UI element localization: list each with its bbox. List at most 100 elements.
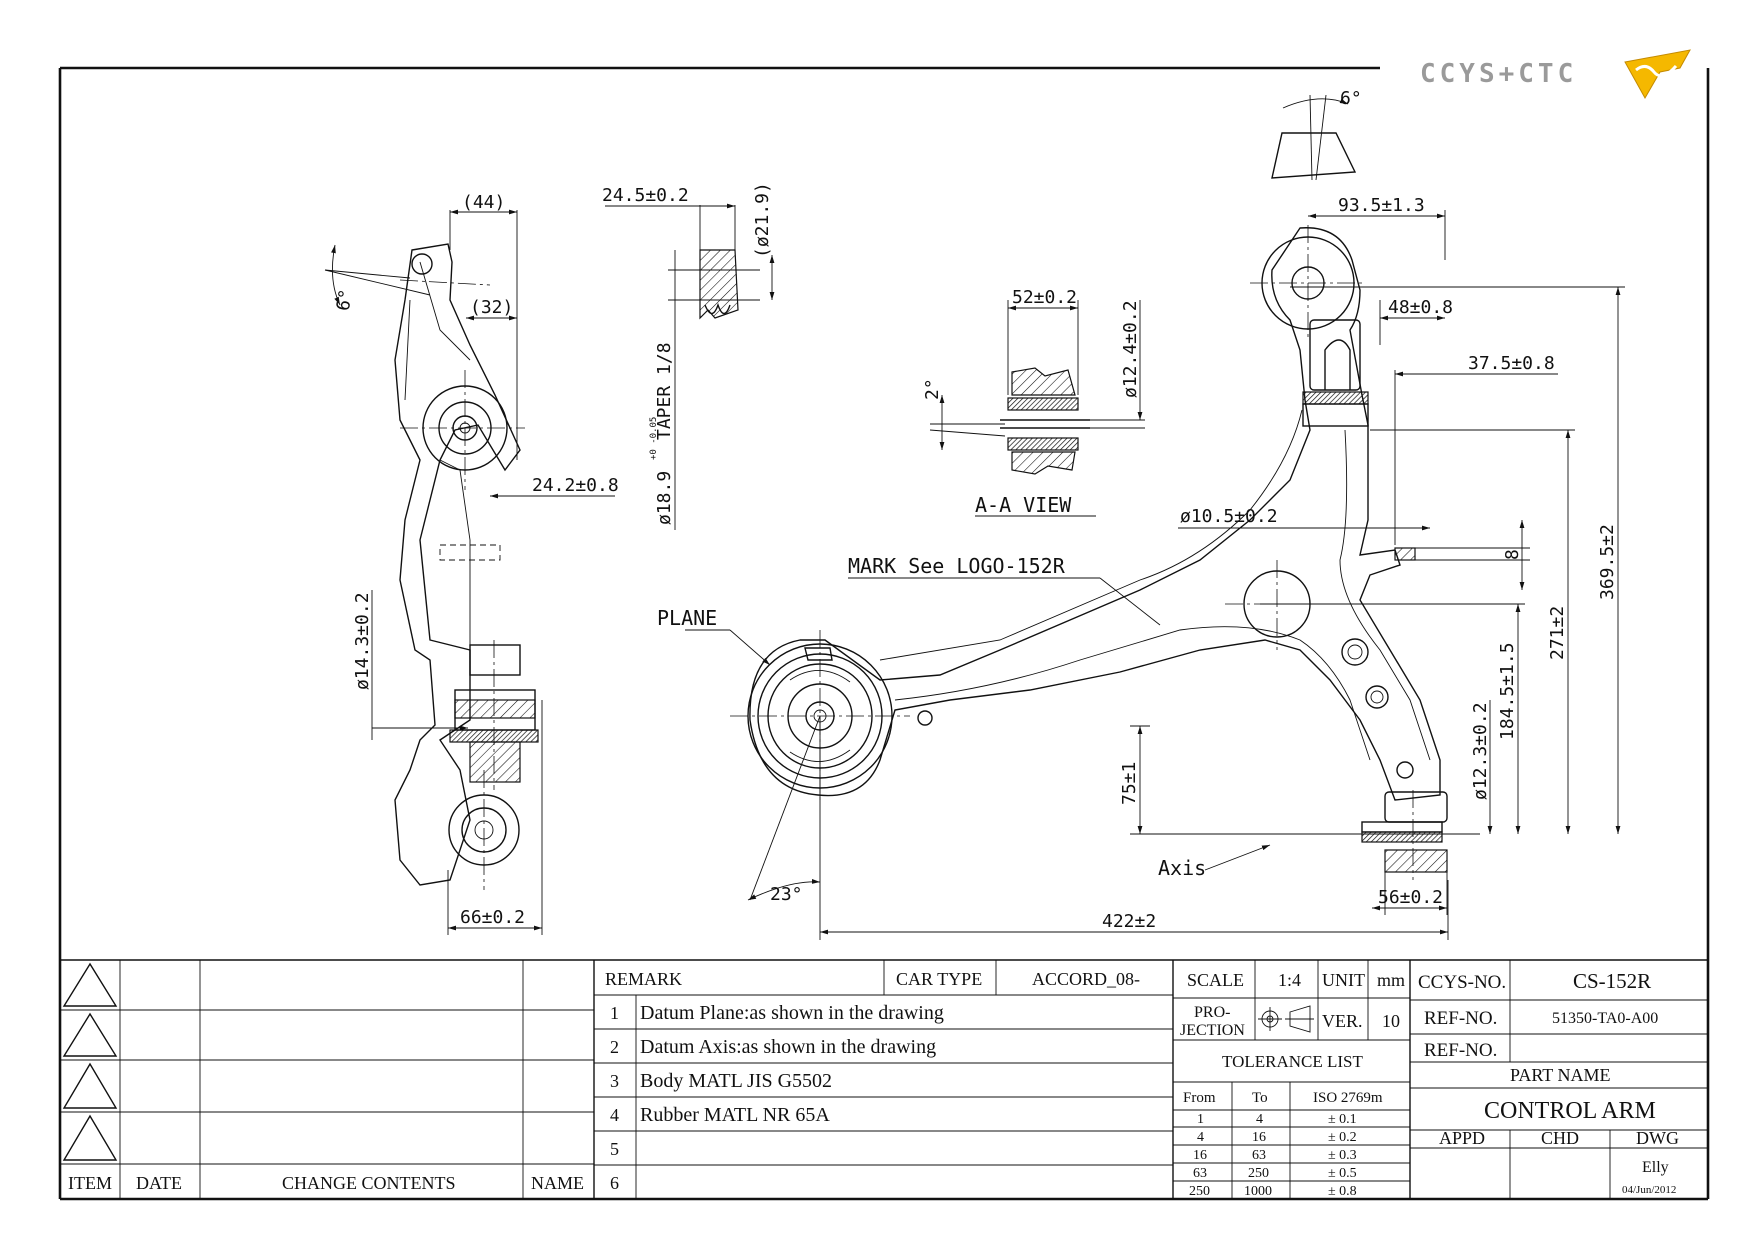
note-no: 1	[610, 1003, 619, 1023]
third-angle-projection-icon	[1258, 1005, 1314, 1033]
tol-cell: 63	[1252, 1148, 1266, 1163]
note-text: Body MATL JIS G5502	[640, 1070, 832, 1092]
tol-cell: 1000	[1244, 1184, 1272, 1199]
ref-no-value: 51350-TA0-A00	[1552, 1010, 1658, 1027]
note-no: 6	[610, 1173, 619, 1193]
dim-8: 8	[1502, 549, 1523, 560]
taper-bushing-detail: 24.5±0.2 (ø21.9) ø18.9 +0 -0.05 TAPER 1/…	[602, 182, 775, 530]
tol-cell: 1	[1197, 1112, 1204, 1127]
dwg-label: DWG	[1636, 1128, 1679, 1148]
tol-cell: 16	[1252, 1130, 1266, 1145]
scale-block: SCALE 1:4 UNIT mm PRO- JECTION VER. 10 T…	[1180, 970, 1405, 1199]
ver-label: VER.	[1322, 1011, 1363, 1031]
label-axis: Axis	[1158, 856, 1206, 880]
tol-cell: ± 0.3	[1328, 1148, 1357, 1163]
dim-48: 48±0.8	[1388, 297, 1453, 318]
dim-44: (44)	[462, 192, 505, 213]
note-no: 3	[610, 1071, 619, 1091]
label-plane: PLANE	[657, 606, 717, 630]
dim-184-5: 184.5±1.5	[1497, 642, 1518, 740]
appd-label: APPD	[1439, 1128, 1485, 1148]
label-mark-logo: MARK See LOGO-152R	[848, 554, 1066, 578]
car-type-label: CAR TYPE	[896, 969, 982, 989]
title-block: CCYS-NO. CS-152R REF-NO. 51350-TA0-A00 R…	[1418, 969, 1679, 1196]
sheet-border	[58, 66, 1710, 1201]
revision-block: ITEM DATE CHANGE CONTENTS NAME	[68, 1173, 584, 1193]
dim-10-5: ø10.5±0.2	[1180, 506, 1278, 527]
scale-label: SCALE	[1187, 970, 1244, 990]
dim-23deg: 23°	[770, 884, 803, 905]
ccys-no-label: CCYS-NO.	[1418, 972, 1506, 993]
car-type-value: ACCORD_08-	[1032, 969, 1140, 989]
dim-422: 422±2	[1102, 911, 1156, 932]
note-text: Datum Axis:as shown in the drawing	[640, 1036, 936, 1058]
dim-taper-label: TAPER 1/8	[654, 342, 675, 440]
tol-header-from: From	[1183, 1090, 1216, 1106]
dim-24-2: 24.2±0.8	[532, 475, 619, 496]
unit-value: mm	[1377, 970, 1405, 990]
tol-header-iso: ISO 2769m	[1313, 1090, 1383, 1106]
dim-2deg: 2°	[922, 378, 943, 400]
dim-6deg-top: 6°	[1340, 88, 1362, 109]
rev-header-change: CHANGE CONTENTS	[282, 1173, 456, 1193]
projection-label: JECTION	[1180, 1022, 1245, 1039]
remark-block: REMARK CAR TYPE ACCORD_08- 1 Datum Plane…	[605, 969, 1140, 1193]
tol-cell: ± 0.5	[1328, 1166, 1357, 1181]
dim-93-5: 93.5±1.3	[1338, 195, 1425, 216]
tolerance-title: TOLERANCE LIST	[1222, 1052, 1363, 1071]
note-text: Rubber MATL NR 65A	[640, 1104, 830, 1126]
dim-75: 75±1	[1119, 762, 1140, 805]
dim-66: 66±0.2	[460, 907, 525, 928]
rev-header-name: NAME	[531, 1173, 584, 1193]
note-no: 2	[610, 1037, 619, 1057]
view-label-a-a: A-A VIEW	[975, 493, 1072, 517]
tol-cell: 4	[1256, 1112, 1263, 1127]
tol-cell: 250	[1248, 1166, 1269, 1181]
title-block-grid	[60, 959, 1708, 1199]
dim-taper-dia: ø18.9	[654, 471, 675, 525]
ref-no-label: REF-NO.	[1424, 1040, 1497, 1061]
unit-label: UNIT	[1322, 970, 1365, 990]
company-logo: CCYS+CTC	[1420, 49, 1691, 100]
revision-triangles	[62, 962, 118, 1161]
chd-label: CHD	[1541, 1128, 1579, 1148]
tol-cell: 16	[1193, 1148, 1207, 1163]
tol-cell: ± 0.2	[1328, 1130, 1357, 1145]
dim-12-3: ø12.3±0.2	[1470, 702, 1491, 800]
logo-text: CCYS+CTC	[1420, 59, 1577, 89]
dim-14-3: ø14.3±0.2	[352, 592, 373, 690]
note-no: 4	[610, 1105, 619, 1125]
ref-no-label: REF-NO.	[1424, 1008, 1497, 1029]
part-name-value: CONTROL ARM	[1484, 1098, 1656, 1124]
section-a-a: 52±0.2 ø12.4±0.2 2° A-A VIEW	[922, 287, 1145, 517]
drawing-date: 04/Jun/2012	[1622, 1184, 1676, 1196]
note-no: 5	[610, 1139, 619, 1159]
ccys-no-value: CS-152R	[1573, 969, 1651, 993]
rev-header-item: ITEM	[68, 1173, 112, 1193]
taper-detail: 6°	[1271, 88, 1362, 181]
part-name-label: PART NAME	[1510, 1065, 1610, 1085]
tol-cell: 63	[1193, 1166, 1207, 1181]
dim-56: 56±0.2	[1378, 887, 1443, 908]
tol-header-to: To	[1252, 1090, 1268, 1106]
dim-32: (32)	[470, 297, 513, 318]
dim-37-5: 37.5±0.8	[1468, 353, 1555, 374]
tol-cell: 4	[1197, 1130, 1204, 1145]
rev-header-date: DATE	[136, 1173, 182, 1193]
dim-12-4: ø12.4±0.2	[1120, 300, 1141, 398]
dim-6deg-side: 6°	[333, 287, 357, 312]
dim-52: 52±0.2	[1012, 287, 1077, 308]
remark-label: REMARK	[605, 969, 682, 989]
ver-value: 10	[1382, 1011, 1400, 1031]
note-text: Datum Plane:as shown in the drawing	[640, 1002, 944, 1024]
projection-label: PRO-	[1194, 1004, 1230, 1021]
dim-369-5: 369.5±2	[1597, 524, 1618, 600]
tol-cell: ± 0.1	[1328, 1112, 1357, 1127]
scale-value: 1:4	[1278, 970, 1301, 990]
tol-cell: ± 0.8	[1328, 1184, 1357, 1199]
drawer-name: Elly	[1642, 1159, 1669, 1176]
dim-24-5: 24.5±0.2	[602, 185, 689, 206]
dim-taper-tol: +0 -0.05	[649, 417, 659, 460]
side-view: (44) (32) 6° 24.2±0.8 ø14.3±0.2 66±0.2	[324, 192, 619, 935]
